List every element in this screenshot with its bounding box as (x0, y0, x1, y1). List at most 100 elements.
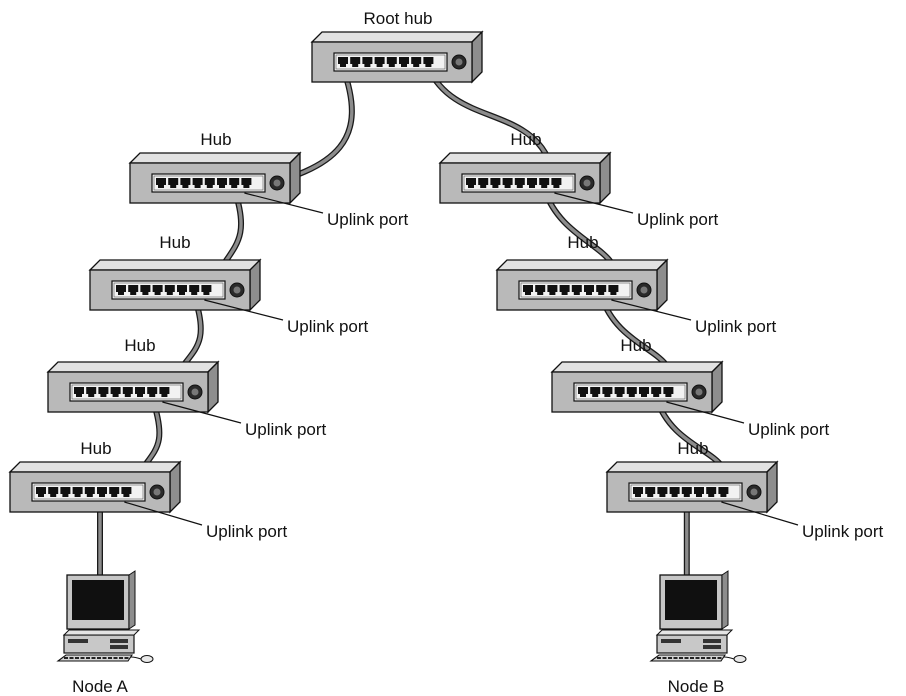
hub-label-right3: Hub (620, 336, 651, 355)
power-led-center (583, 179, 591, 187)
key (657, 657, 661, 659)
rj45-port (423, 57, 434, 67)
key (108, 657, 112, 659)
rj45-port (633, 487, 643, 497)
drive-slot (703, 645, 721, 649)
rj45-port (48, 487, 59, 497)
drive-slot (110, 645, 128, 649)
hub-top-face (605, 461, 779, 473)
hub-label-right2: Hub (567, 233, 598, 252)
hub-top-face (495, 259, 669, 271)
monitor-side (721, 570, 729, 630)
hub-top-face (88, 259, 262, 271)
rj45-port (502, 178, 513, 188)
rj45-port (490, 178, 501, 188)
rj45-port (706, 487, 717, 497)
port-panel-inner (463, 175, 574, 191)
uplink-port-label-right1: Uplink port (637, 210, 719, 229)
uplink-leader-line (721, 501, 799, 526)
hub-top-face (8, 461, 182, 473)
monitor-screen (665, 580, 717, 620)
hub-left3 (46, 360, 220, 414)
rj45-port (192, 178, 203, 188)
hub-label-left4: Hub (80, 439, 111, 458)
mouse-icon (140, 655, 154, 663)
rj45-port (559, 285, 570, 295)
hub-right2 (495, 258, 669, 312)
node-layer (56, 570, 747, 663)
port-panel-inner (33, 484, 144, 500)
rj45-port (189, 285, 200, 295)
key (80, 657, 85, 659)
rj45-port (602, 387, 613, 397)
port-panel-inner (153, 175, 264, 191)
key (97, 657, 101, 659)
rj45-port (614, 387, 625, 397)
rj45-port (147, 387, 158, 397)
rj45-port (338, 57, 348, 67)
hub-right3 (550, 360, 724, 414)
hub-left4 (8, 460, 182, 514)
rj45-port (74, 387, 84, 397)
rj45-port (84, 487, 95, 497)
hub-root (310, 30, 484, 84)
key (701, 657, 705, 659)
rj45-port (135, 387, 145, 397)
rj45-port (362, 57, 373, 67)
key (712, 657, 716, 659)
desktop-case-icon (656, 634, 728, 654)
rj45-port (657, 487, 668, 497)
rj45-port (639, 387, 649, 397)
rj45-port (121, 487, 132, 497)
uplink-port-label-left4: Uplink port (206, 522, 288, 541)
rj45-port (466, 178, 476, 188)
hub-layer (8, 30, 779, 514)
hub-left1 (128, 151, 302, 205)
rj45-port (626, 387, 637, 397)
port-panel-inner (520, 282, 631, 298)
power-led-center (153, 488, 161, 496)
rj45-port (411, 57, 422, 67)
rj45-port (60, 487, 71, 497)
key (64, 657, 68, 659)
rj45-port (681, 487, 692, 497)
rj45-port (152, 285, 163, 295)
key (717, 657, 722, 659)
rj45-port (98, 387, 109, 397)
rj45-port (386, 57, 397, 67)
rj45-port (514, 178, 525, 188)
power-led-center (191, 388, 199, 396)
uplink-leader-line (666, 401, 745, 424)
rj45-port (159, 387, 170, 397)
key (86, 657, 90, 659)
uplink-leader-line (124, 501, 203, 526)
case-top (62, 629, 141, 636)
rj45-port (201, 285, 212, 295)
rj45-port (229, 178, 240, 188)
key (662, 657, 667, 659)
node-label-nodeA: Node A (72, 677, 128, 696)
uplink-port-label-right2: Uplink port (695, 317, 777, 336)
rj45-port (523, 285, 533, 295)
case-top (655, 629, 734, 636)
rj45-port (109, 487, 120, 497)
uplink-port-label-left3: Uplink port (245, 420, 327, 439)
hub-label-left3: Hub (124, 336, 155, 355)
key (679, 657, 683, 659)
power-led-center (750, 488, 758, 496)
desktop-case-icon (63, 634, 135, 654)
key (668, 657, 672, 659)
rj45-port (578, 387, 588, 397)
mouse-cord (723, 656, 735, 660)
rj45-port (140, 285, 151, 295)
uplink-leader-line (162, 401, 242, 424)
rj45-port (694, 487, 704, 497)
hub-right4 (605, 460, 779, 514)
hub-label-left2: Hub (159, 233, 190, 252)
rj45-port (718, 487, 729, 497)
rj45-port (645, 487, 656, 497)
rj45-port (217, 178, 227, 188)
rj45-port (168, 178, 179, 188)
drive-slot (68, 639, 88, 643)
